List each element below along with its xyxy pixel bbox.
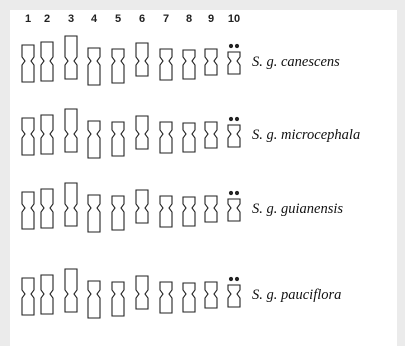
chromosome-number-9: 9 bbox=[208, 13, 214, 25]
chromosome-number-10: 10 bbox=[228, 13, 240, 25]
chromosome-number-6: 6 bbox=[139, 13, 145, 25]
chromosome-number-8: 8 bbox=[186, 13, 192, 25]
chromosome-4 bbox=[87, 280, 101, 319]
chromosome-1 bbox=[21, 117, 35, 156]
satellite-dot bbox=[234, 43, 240, 49]
chromosome-7 bbox=[159, 121, 173, 154]
satellite-dot bbox=[228, 190, 234, 196]
chromosome-2 bbox=[40, 188, 54, 229]
chromosome-6 bbox=[135, 189, 149, 224]
karyotype-row-2: S. g. microcephala bbox=[21, 108, 360, 159]
chromosome-3 bbox=[64, 268, 78, 313]
chromosome-number-7: 7 bbox=[163, 13, 169, 25]
karyotype-row-3: S. g. guianensis bbox=[21, 182, 343, 233]
chromosome-3 bbox=[64, 35, 78, 80]
chromosome-8 bbox=[182, 282, 196, 313]
karyotype-row-4: S. g. pauciflora bbox=[21, 268, 341, 319]
chromosome-9 bbox=[204, 195, 218, 223]
chromosome-4 bbox=[87, 194, 101, 233]
satellite-dot bbox=[234, 190, 240, 196]
chromosome-1 bbox=[21, 44, 35, 83]
chromosome-5 bbox=[111, 121, 125, 157]
chromosome-9 bbox=[204, 121, 218, 149]
chromosome-number-5: 5 bbox=[115, 13, 121, 25]
satellite-dot bbox=[234, 116, 240, 122]
chromosome-8 bbox=[182, 196, 196, 227]
chromosome-1 bbox=[21, 191, 35, 230]
chromosome-2 bbox=[40, 41, 54, 82]
chromosome-10 bbox=[227, 198, 241, 222]
chromosome-5 bbox=[111, 281, 125, 317]
species-label: S. g. canescens bbox=[252, 54, 340, 70]
chromosome-6 bbox=[135, 275, 149, 310]
chromosome-8 bbox=[182, 49, 196, 80]
chromosome-10 bbox=[227, 124, 241, 148]
karyotype-row-1: S. g. canescens bbox=[21, 35, 340, 86]
chromosome-9 bbox=[204, 281, 218, 309]
figure-panel bbox=[10, 10, 397, 346]
chromosome-number-4: 4 bbox=[91, 13, 98, 25]
chromosome-10 bbox=[227, 284, 241, 308]
chromosome-6 bbox=[135, 115, 149, 150]
species-label: S. g. microcephala bbox=[252, 127, 360, 143]
chromosome-number-1: 1 bbox=[25, 13, 31, 25]
chromosome-8 bbox=[182, 122, 196, 153]
chromosome-2 bbox=[40, 114, 54, 155]
chromosome-7 bbox=[159, 281, 173, 314]
chromosome-4 bbox=[87, 120, 101, 159]
chromosome-3 bbox=[64, 108, 78, 153]
chromosome-7 bbox=[159, 195, 173, 228]
chromosome-5 bbox=[111, 195, 125, 231]
satellite-dot bbox=[228, 116, 234, 122]
chromosome-1 bbox=[21, 277, 35, 316]
chromosome-4 bbox=[87, 47, 101, 86]
chromosome-2 bbox=[40, 274, 54, 315]
chromosome-6 bbox=[135, 42, 149, 77]
chromosome-7 bbox=[159, 48, 173, 81]
chromosome-5 bbox=[111, 48, 125, 84]
chromosome-3 bbox=[64, 182, 78, 227]
chromosome-10 bbox=[227, 51, 241, 75]
species-label: S. g. pauciflora bbox=[252, 287, 341, 303]
satellite-dot bbox=[228, 276, 234, 282]
species-label: S. g. guianensis bbox=[252, 201, 343, 217]
chromosome-number-2: 2 bbox=[44, 13, 50, 25]
chromosome-number-3: 3 bbox=[68, 13, 74, 25]
satellite-dot bbox=[234, 276, 240, 282]
chromosome-9 bbox=[204, 48, 218, 76]
satellite-dot bbox=[228, 43, 234, 49]
